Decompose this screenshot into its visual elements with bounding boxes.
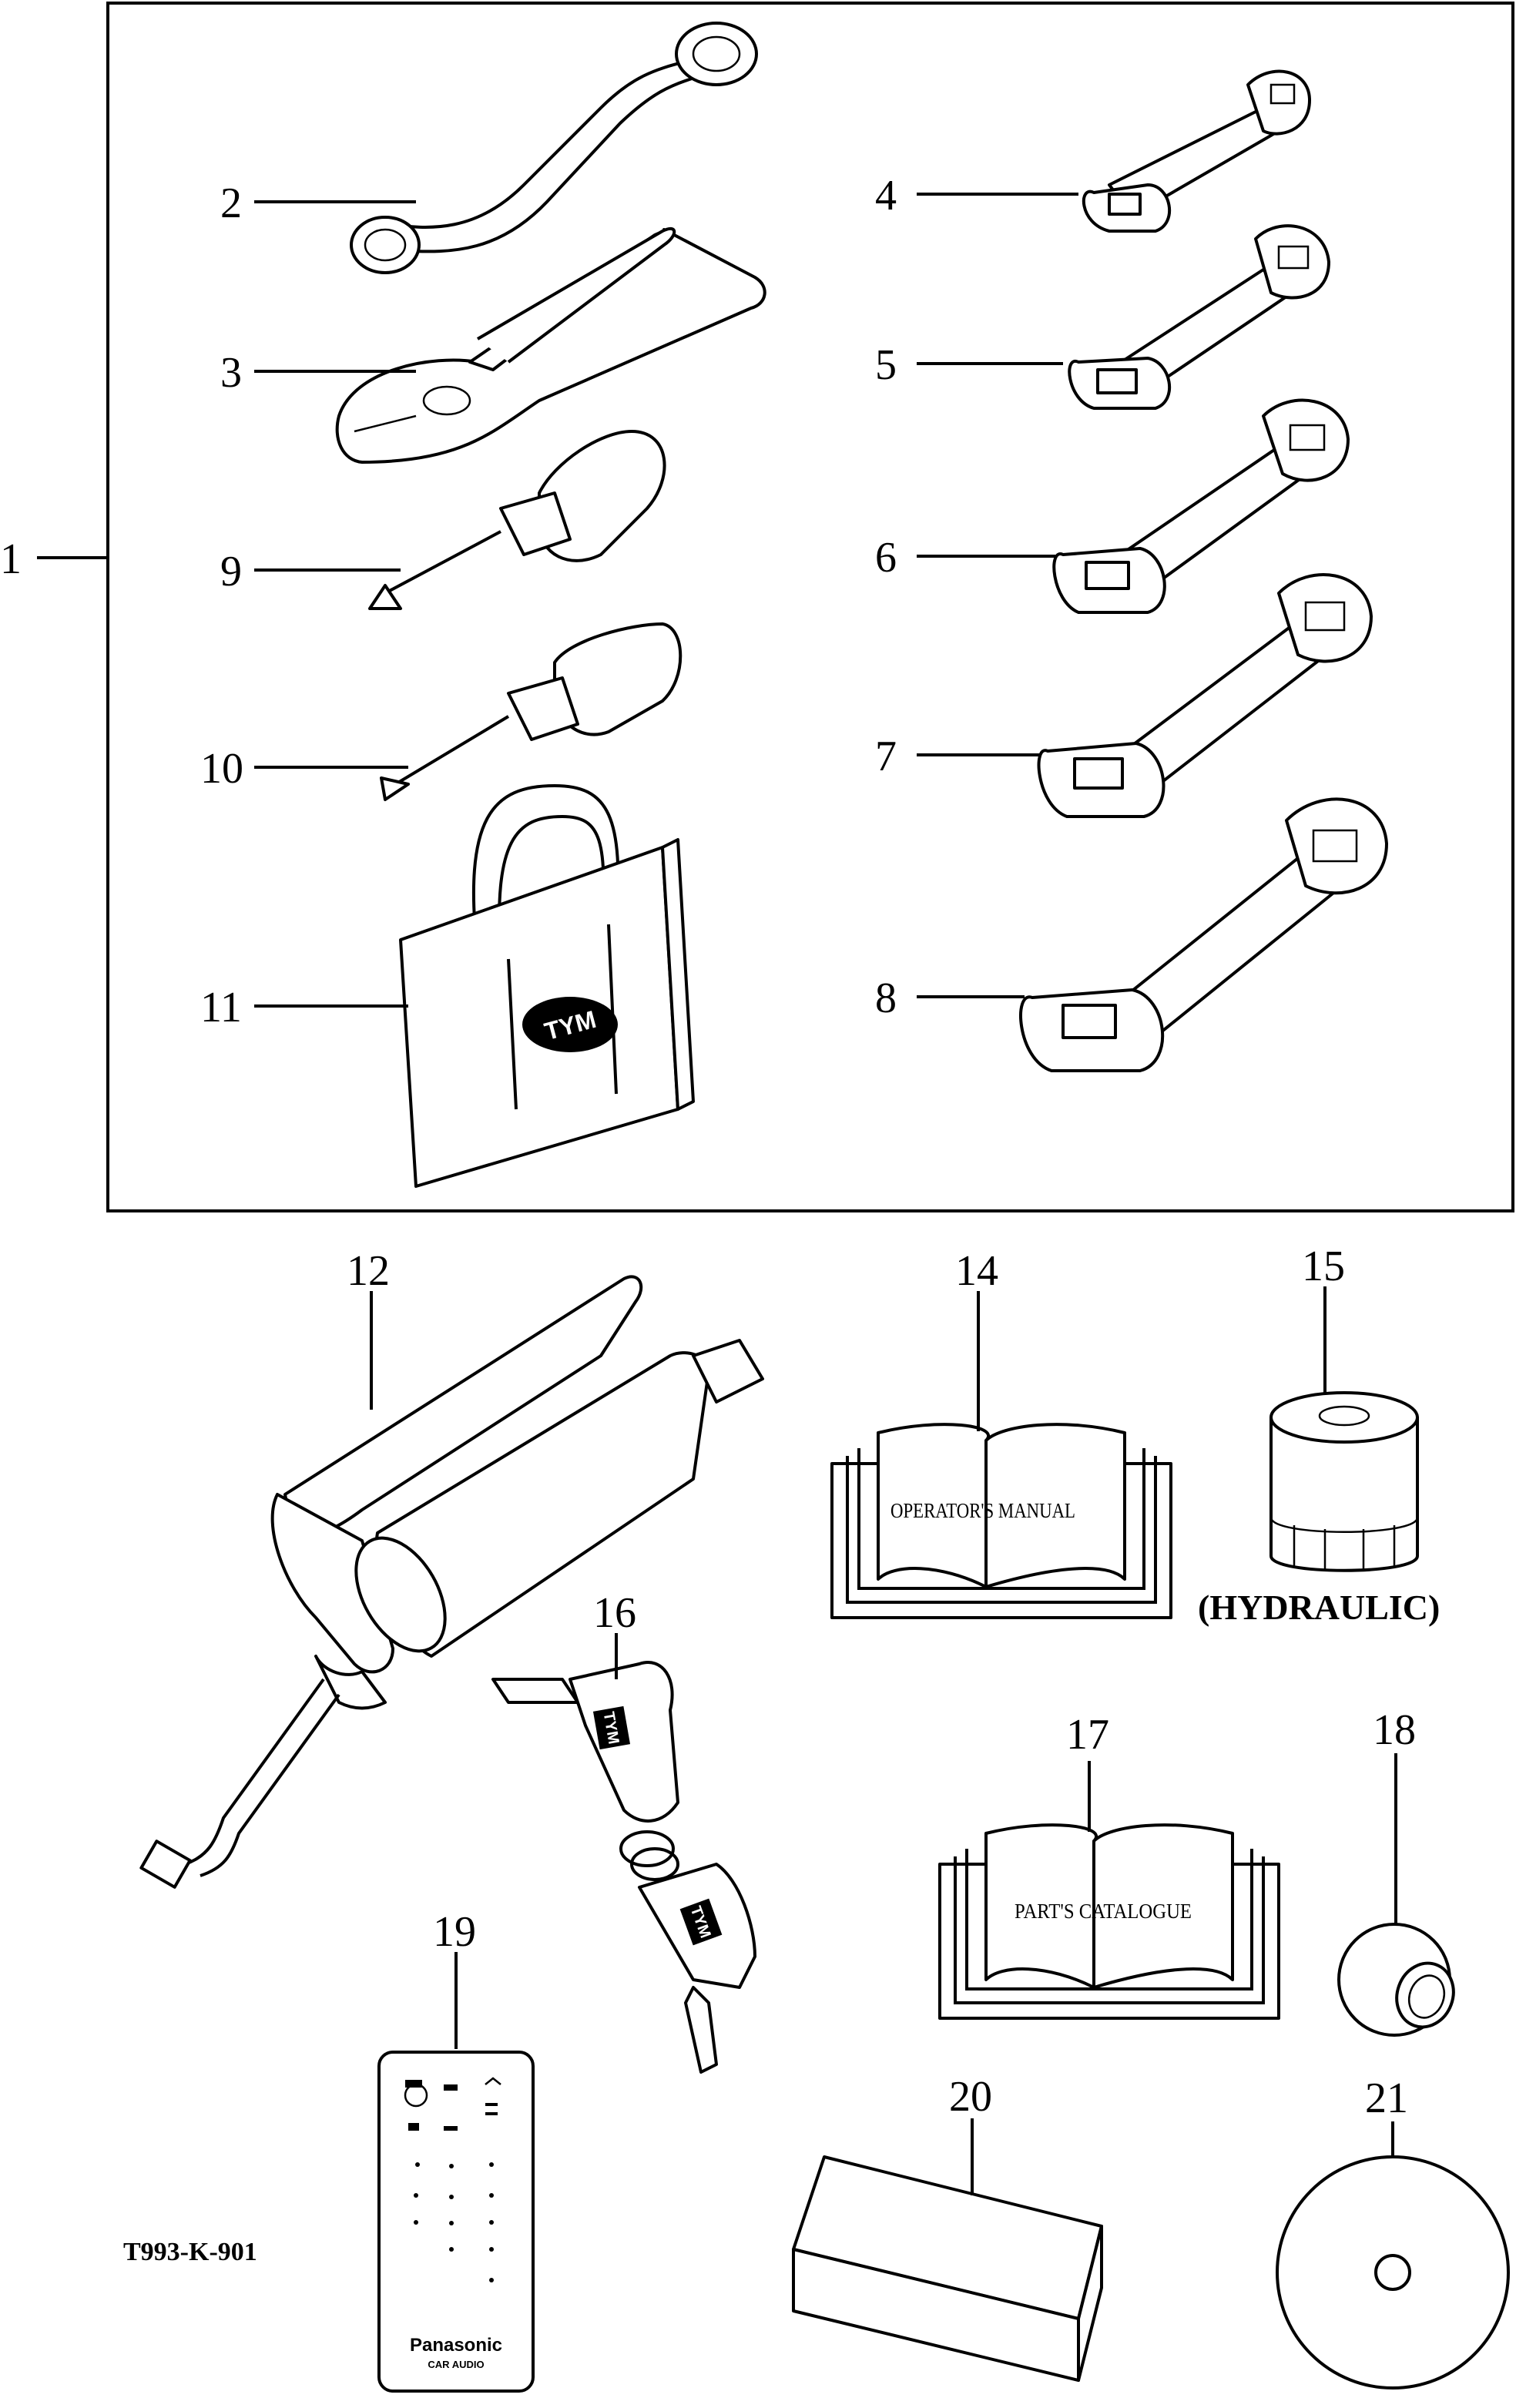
callout-12: 12: [347, 1247, 390, 1295]
callout-9: 9: [220, 548, 242, 595]
remote-control: Panasonic CAR AUDIO: [377, 2051, 535, 2393]
callout-11: 11: [200, 984, 242, 1031]
phillips-screwdriver: [368, 430, 666, 610]
open-end-spanner-5: [1068, 224, 1330, 410]
callout-10: 10: [200, 745, 243, 793]
callout-2: 2: [220, 179, 242, 227]
operators-manual: OPERATOR'S MANUAL: [830, 1423, 1172, 1619]
offset-ring-spanner: [350, 22, 758, 274]
rubber-block: [792, 2155, 1103, 2382]
callout-14: 14: [955, 1247, 998, 1295]
open-end-spanner-8: [1019, 797, 1388, 1072]
remote-sub-text: CAR AUDIO: [428, 2359, 484, 2370]
ball-knob: [1337, 1923, 1455, 2037]
callout-19: 19: [433, 1908, 476, 1956]
callout-6: 6: [875, 534, 897, 582]
operators-manual-title: OPERATOR'S MANUAL: [890, 1499, 1075, 1522]
bag-logo-badge: [522, 997, 618, 1052]
callout-18: 18: [1373, 1706, 1416, 1754]
disc-washer: [1276, 2155, 1510, 2390]
callout-21: 21: [1365, 2074, 1408, 2122]
callout-7: 7: [875, 733, 897, 780]
key-logo-badge-1: [592, 1705, 631, 1750]
tool-bag: TYM: [399, 783, 695, 1188]
callout-15: 15: [1302, 1243, 1345, 1290]
hydraulic-filter: [1269, 1391, 1419, 1572]
ignition-keys: TYM TYM: [491, 1661, 756, 2074]
open-end-spanner-7: [1037, 573, 1373, 818]
callout-17: 17: [1066, 1711, 1109, 1759]
open-end-spanner-6: [1052, 398, 1350, 614]
callout-1: 1: [0, 535, 22, 583]
tool-kit-box: [106, 2, 1514, 1212]
key-logo-badge-2: [679, 1898, 723, 1946]
open-end-spanner-4: [1082, 69, 1311, 233]
callout-3: 3: [220, 349, 242, 397]
drawing-code: T993-K-901: [123, 2238, 257, 2266]
callout-5: 5: [875, 341, 897, 389]
callout-20: 20: [949, 2073, 992, 2121]
callout-8: 8: [875, 974, 897, 1022]
remote-brand-text: Panasonic: [410, 2335, 502, 2356]
callout-4: 4: [875, 172, 897, 220]
pliers: [335, 226, 766, 464]
callout-16: 16: [593, 1589, 636, 1637]
parts-catalogue: PART'S CATALOGUE: [938, 1823, 1280, 2020]
hydraulic-caption: (HYDRAULIC): [1198, 1588, 1440, 1627]
flat-screwdriver: [380, 622, 683, 801]
grease-gun: [139, 1275, 764, 1889]
parts-catalogue-title: PART'S CATALOGUE: [1015, 1900, 1192, 1923]
